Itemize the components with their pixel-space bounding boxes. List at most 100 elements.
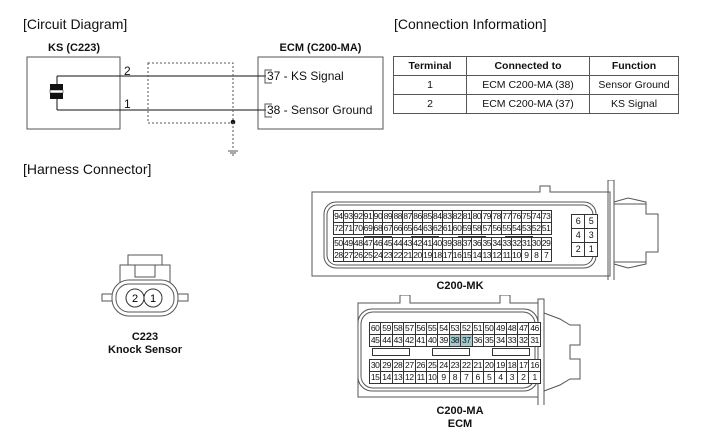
header-terminal: Terminal xyxy=(393,56,467,76)
pin-41: 41 xyxy=(423,238,432,249)
pin-34: 34 xyxy=(495,335,506,346)
pin-1: 1 xyxy=(529,372,540,383)
pin-54: 54 xyxy=(438,323,449,334)
pin-24: 24 xyxy=(373,250,383,261)
pin-51: 51 xyxy=(472,323,483,334)
pin-40: 40 xyxy=(426,335,438,346)
pin-1: 1 xyxy=(585,243,597,256)
pin-59: 59 xyxy=(462,223,472,234)
pin-3: 3 xyxy=(506,372,518,383)
pin-8: 8 xyxy=(531,250,541,261)
pin-32: 32 xyxy=(512,238,521,249)
c223-connector: 2 1 xyxy=(101,254,189,317)
pin-82: 82 xyxy=(452,211,462,222)
pin-15: 15 xyxy=(462,250,472,261)
pin-57: 57 xyxy=(404,323,415,334)
pin-47: 47 xyxy=(518,323,529,334)
pin-14: 14 xyxy=(472,250,482,261)
pin-19: 19 xyxy=(495,360,506,371)
pin-70: 70 xyxy=(353,223,363,234)
header-function: Function xyxy=(589,56,679,76)
pin-6: 6 xyxy=(472,372,483,383)
c223-pin-2-label: 2 xyxy=(132,293,138,305)
circuit-diagram-title: [Circuit Diagram] xyxy=(23,16,128,32)
pin-60: 60 xyxy=(452,223,462,234)
pin-19: 19 xyxy=(423,250,432,261)
pin-38: 38 xyxy=(452,238,462,249)
pin-35: 35 xyxy=(482,238,492,249)
pin-26: 26 xyxy=(353,250,363,261)
pin-24: 24 xyxy=(438,360,449,371)
pin-10: 10 xyxy=(512,250,521,261)
pin-9: 9 xyxy=(521,250,531,261)
pin-8: 8 xyxy=(449,372,461,383)
pin-37: 37 xyxy=(462,238,472,249)
cell-terminal: 2 xyxy=(393,94,467,114)
pin-22: 22 xyxy=(461,360,472,371)
c223-name: C223 xyxy=(131,331,159,343)
pin-44: 44 xyxy=(381,335,392,346)
sensor-pin-2-label: 2 xyxy=(124,64,131,78)
pin-31: 31 xyxy=(521,238,531,249)
pin-16: 16 xyxy=(529,360,540,371)
shield-box xyxy=(147,62,234,124)
sensor-box xyxy=(26,56,121,130)
cell-connected-to: ECM C200-MA (38) xyxy=(466,75,590,95)
pin-52: 52 xyxy=(531,223,541,234)
pin-86: 86 xyxy=(413,211,422,222)
c200-mk-name: C200-MK xyxy=(436,280,484,292)
pin-33: 33 xyxy=(502,238,511,249)
cell-function: Sensor Ground xyxy=(589,75,679,95)
pin-87: 87 xyxy=(403,211,412,222)
pin-15: 15 xyxy=(370,372,381,383)
pin-46: 46 xyxy=(373,238,383,249)
pin-28: 28 xyxy=(392,360,404,371)
pin-20: 20 xyxy=(483,360,495,371)
pin-32: 32 xyxy=(518,335,529,346)
pin-16: 16 xyxy=(452,250,462,261)
pin-5: 5 xyxy=(483,372,495,383)
pin-79: 79 xyxy=(482,211,492,222)
pin-29: 29 xyxy=(381,360,392,371)
pin-50: 50 xyxy=(483,323,495,334)
ecm-pin-37-bracket xyxy=(264,69,272,84)
header-connected-to: Connected to xyxy=(466,56,590,76)
pin-53: 53 xyxy=(521,223,531,234)
cell-connected-to: ECM C200-MA (37) xyxy=(466,94,590,114)
pin-48: 48 xyxy=(506,323,518,334)
ecm-label: ECM (C200-MA) xyxy=(279,42,362,54)
pin-20: 20 xyxy=(413,250,422,261)
pin-3: 3 xyxy=(585,229,597,242)
c200-ma-slot xyxy=(372,348,410,356)
pin-66: 66 xyxy=(393,223,403,234)
pin-12: 12 xyxy=(404,372,415,383)
c200-ma-name: C200-MA xyxy=(436,405,484,417)
pin-64: 64 xyxy=(413,223,422,234)
pin-73: 73 xyxy=(541,211,551,222)
pin-25: 25 xyxy=(426,360,438,371)
pin-27: 27 xyxy=(343,250,353,261)
knock-sensor-symbol xyxy=(49,84,64,99)
pin-45: 45 xyxy=(370,335,381,346)
pin-49: 49 xyxy=(495,323,506,334)
pin-7: 7 xyxy=(541,250,551,261)
pin-90: 90 xyxy=(373,211,383,222)
pin-4: 4 xyxy=(495,372,506,383)
table-header-row: Terminal Connected to Function xyxy=(393,56,679,76)
pin-67: 67 xyxy=(383,223,393,234)
pin-55: 55 xyxy=(502,223,511,234)
pin-49: 49 xyxy=(343,238,353,249)
pin-4: 4 xyxy=(572,229,584,242)
pin-2: 2 xyxy=(572,243,584,256)
pin-59: 59 xyxy=(381,323,392,334)
pin-18: 18 xyxy=(432,250,442,261)
pin-85: 85 xyxy=(423,211,432,222)
pin-71: 71 xyxy=(343,223,353,234)
pin-68: 68 xyxy=(373,223,383,234)
pin-18: 18 xyxy=(506,360,518,371)
pin-91: 91 xyxy=(363,211,373,222)
ecm-box xyxy=(257,56,384,130)
pin-60: 60 xyxy=(370,323,381,334)
pin-77: 77 xyxy=(502,211,511,222)
